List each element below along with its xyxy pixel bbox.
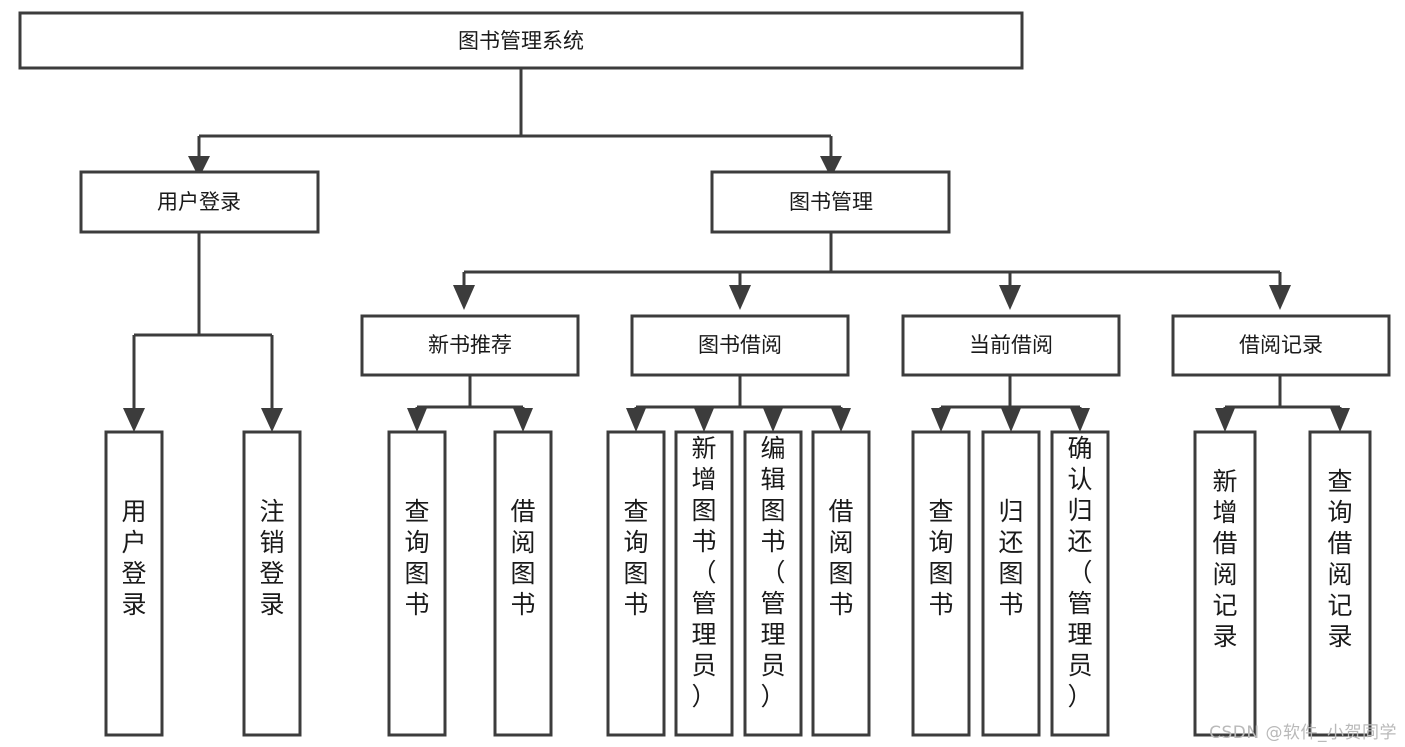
node-current-borrow[interactable]: 当前借阅 [901, 314, 1121, 377]
leaf-book-borrow-1[interactable]: 新增图书（管理员） [674, 430, 734, 737]
node-user-login-label: 用户登录 [157, 190, 241, 214]
node-root[interactable]: 图书管理系统 [18, 11, 1024, 70]
leaf-current-borrow-2-box[interactable] [1050, 430, 1110, 737]
leaf-current-borrow-0-label: 查询图书 [928, 497, 953, 619]
node-book-borrow-label: 图书借阅 [698, 333, 782, 357]
node-book-management-box[interactable] [710, 170, 951, 234]
leaf-book-borrow-3-box[interactable] [811, 430, 871, 737]
arrow-to-leaf-book-borrow-1 [694, 408, 714, 432]
arrow-to-book-mgmt [820, 156, 842, 178]
node-book-management[interactable]: 图书管理 [710, 170, 951, 234]
arrowhead-layer [123, 156, 1350, 432]
leaf-borrow-record-1[interactable]: 查询借阅记录 [1308, 430, 1372, 737]
leaf-current-borrow-1-box[interactable] [981, 430, 1041, 737]
leaf-new-book-1-box[interactable] [493, 430, 553, 737]
arrow-to-leaf-new-book-1 [513, 408, 533, 432]
leaf-book-borrow-3-label: 借阅图书 [828, 497, 853, 619]
leaf-book-borrow-3[interactable]: 借阅图书 [811, 430, 871, 737]
leaf-book-borrow-0[interactable]: 查询图书 [606, 430, 666, 737]
node-new-book-recommend-box[interactable] [360, 314, 580, 377]
leaf-user-login-1-label: 注销登录 [259, 497, 284, 619]
leaf-book-borrow-0-box[interactable] [606, 430, 666, 737]
arrow-to-new-book [453, 285, 475, 310]
arrow-to-leaf-new-book-0 [407, 408, 427, 432]
node-new-book-recommend-label: 新书推荐 [428, 333, 512, 357]
leaf-user-login-0-label: 用户登录 [121, 497, 146, 619]
leaf-user-login-0[interactable]: 用户登录 [104, 430, 164, 737]
leaf-borrow-record-0-box[interactable] [1193, 430, 1257, 737]
node-book-borrow[interactable]: 图书借阅 [630, 314, 850, 377]
node-user-login-box[interactable] [79, 170, 320, 234]
arrow-to-leaf-current-borrow-2 [1070, 408, 1090, 432]
leaf-current-borrow-0-box[interactable] [911, 430, 971, 737]
node-borrow-record-box[interactable] [1171, 314, 1391, 377]
node-user-login[interactable]: 用户登录 [79, 170, 320, 234]
leaf-book-borrow-2-box[interactable] [743, 430, 803, 737]
node-book-management-label: 图书管理 [789, 190, 873, 214]
node-borrow-record[interactable]: 借阅记录 [1171, 314, 1391, 377]
leaf-user-login-1[interactable]: 注销登录 [242, 430, 302, 737]
leaf-current-borrow-1-label: 归还图书 [998, 497, 1023, 619]
leaf-new-book-1[interactable]: 借阅图书 [493, 430, 553, 737]
leaf-new-book-1-label: 借阅图书 [510, 497, 535, 619]
csdn-watermark: CSDN @软件_小贺同学 [1209, 723, 1397, 743]
node-current-borrow-box[interactable] [901, 314, 1121, 377]
leaf-new-book-0-box[interactable] [387, 430, 447, 737]
arrow-to-leaf-book-borrow-3 [831, 408, 851, 432]
node-current-borrow-label: 当前借阅 [969, 333, 1053, 357]
leaf-book-borrow-1-box[interactable] [674, 430, 734, 737]
leaf-new-book-0[interactable]: 查询图书 [387, 430, 447, 737]
node-new-book-recommend[interactable]: 新书推荐 [360, 314, 580, 377]
arrow-to-user-login [188, 156, 210, 178]
leaf-current-borrow-2[interactable]: 确认归还（管理员） [1050, 430, 1110, 737]
arrow-to-book-borrow [729, 285, 751, 310]
arrow-to-leaf-book-borrow-0 [626, 408, 646, 432]
arrow-to-borrow-record [1269, 285, 1291, 310]
node-borrow-record-label: 借阅记录 [1239, 333, 1323, 357]
leaf-user-login-0-box[interactable] [104, 430, 164, 737]
arrow-to-leaf-book-borrow-2 [763, 408, 783, 432]
node-book-borrow-box[interactable] [630, 314, 850, 377]
arrow-to-leaf-borrow-record-0 [1215, 408, 1235, 432]
leaf-user-login-1-box[interactable] [242, 430, 302, 737]
arrow-to-leaf-current-borrow-0 [931, 408, 951, 432]
arrow-to-leaf-current-borrow-1 [1001, 408, 1021, 432]
leaf-book-borrow-2[interactable]: 编辑图书（管理员） [743, 430, 803, 737]
leaf-borrow-record-1-label: 查询借阅记录 [1327, 467, 1352, 651]
arrow-to-current-borrow [999, 285, 1021, 310]
leaf-borrow-record-1-box[interactable] [1308, 430, 1372, 737]
arrow-to-leaf-user-login-0 [123, 408, 145, 432]
node-root-box[interactable] [18, 11, 1024, 70]
leaf-current-borrow-1[interactable]: 归还图书 [981, 430, 1041, 737]
leaf-new-book-0-label: 查询图书 [404, 497, 429, 619]
leaf-book-borrow-1-label: 新增图书（管理员） [691, 434, 716, 711]
node-root-label: 图书管理系统 [458, 29, 584, 53]
leaf-current-borrow-2-label: 确认归还（管理员） [1067, 434, 1092, 711]
leaf-borrow-record-0[interactable]: 新增借阅记录 [1193, 430, 1257, 737]
leaf-book-borrow-2-label: 编辑图书（管理员） [760, 434, 785, 711]
arrow-to-leaf-user-login-1 [261, 408, 283, 432]
arrow-to-leaf-borrow-record-1 [1330, 408, 1350, 432]
leaf-borrow-record-0-label: 新增借阅记录 [1212, 467, 1237, 651]
leaf-book-borrow-0-label: 查询图书 [623, 497, 648, 619]
leaf-current-borrow-0[interactable]: 查询图书 [911, 430, 971, 737]
